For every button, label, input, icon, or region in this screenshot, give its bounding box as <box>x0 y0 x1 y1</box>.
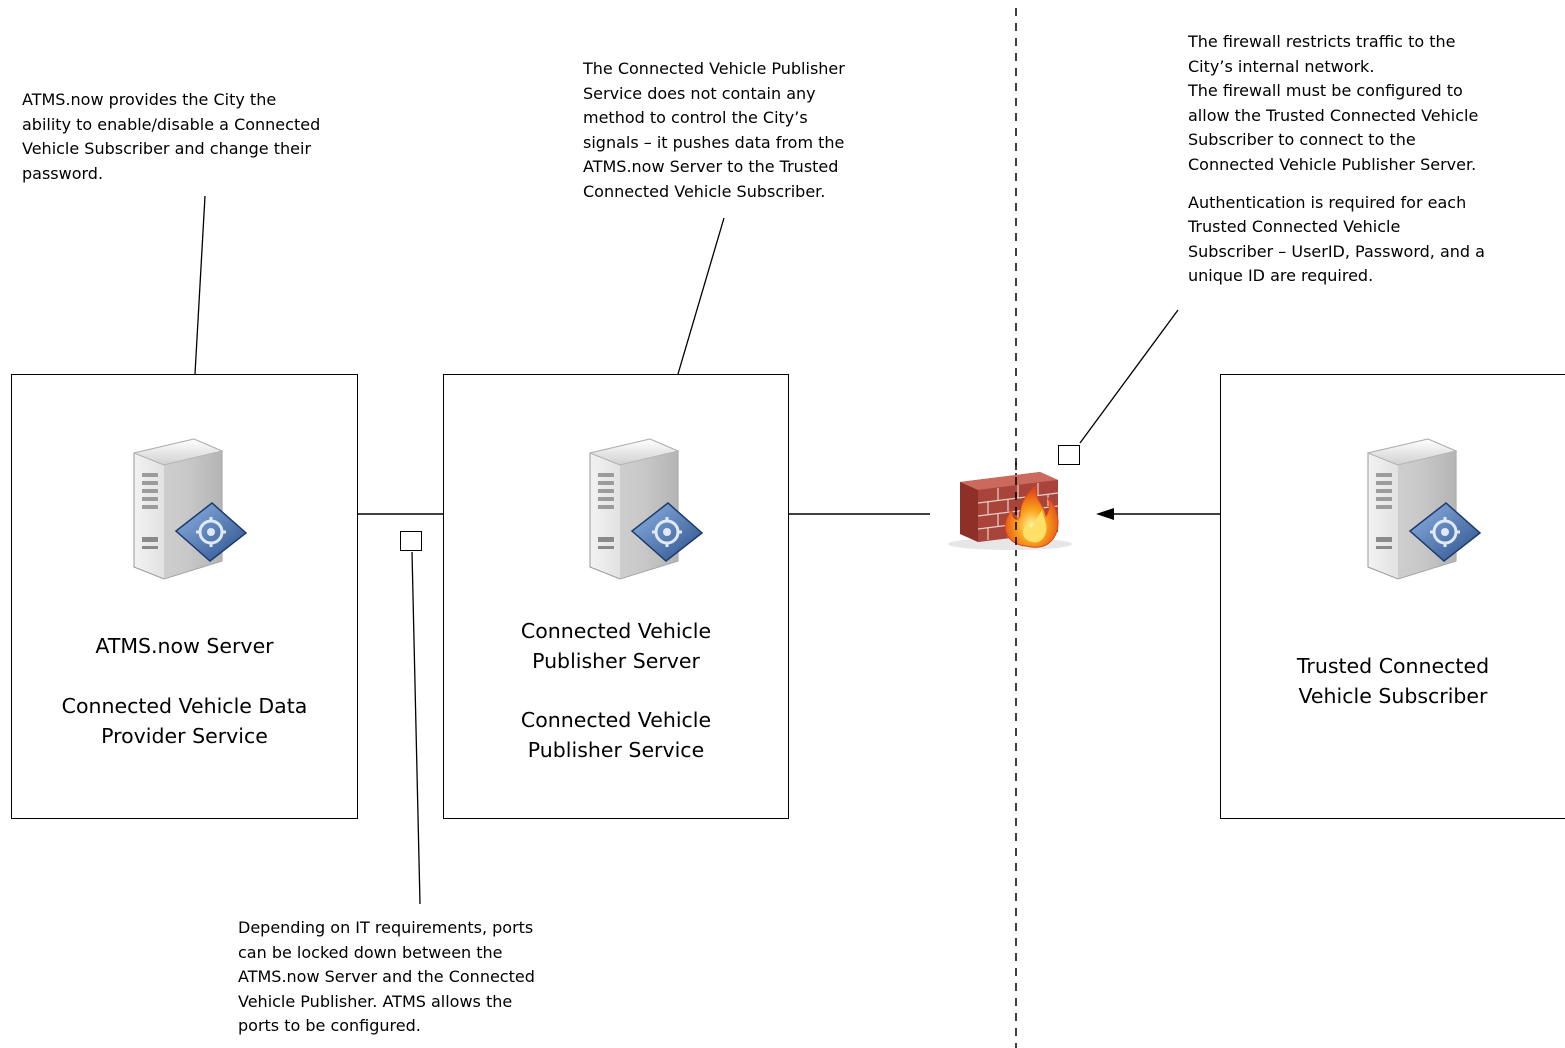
publisher-callout-line <box>677 217 725 375</box>
server-icon <box>560 433 710 583</box>
note-line: The firewall restricts traffic to the <box>1188 32 1456 51</box>
note-line: Vehicle Subscriber and change their <box>22 139 312 159</box>
note-line: method to control the City’s <box>583 108 808 128</box>
note-line: Connected Vehicle Subscriber. <box>583 181 826 201</box>
note-line: Trusted Connected Vehicle <box>1188 217 1401 237</box>
note-line: password. <box>22 163 104 183</box>
publisher-server-box: Connected Vehicle Publisher Server Conne… <box>443 374 789 819</box>
label-line: ATMS.now Server <box>95 634 274 658</box>
ports-callout-line <box>411 551 421 905</box>
note-line: Depending on IT requirements, ports <box>238 918 534 937</box>
server-icon <box>1338 433 1488 583</box>
publisher-server-label: Connected Vehicle Publisher Server <box>444 616 788 676</box>
note-line: allow the Trusted Connected Vehicle <box>1188 105 1479 125</box>
note-line: Subscriber – UserID, Password, and a <box>1188 241 1485 261</box>
note-line: ATMS.now Server and the Connected <box>238 967 535 987</box>
publisher-service-label: Connected Vehicle Publisher Service <box>444 705 788 765</box>
note-line: can be locked down between the <box>238 942 503 962</box>
note-line: ports to be configured. <box>238 1016 421 1036</box>
ports-note: Depending on IT requirements, ports can … <box>238 916 535 1039</box>
label-line: Publisher Server <box>532 649 700 673</box>
note-line: Service does not contain any <box>583 83 816 103</box>
firewall-note: The firewall restricts traffic to the Ci… <box>1188 30 1485 289</box>
arrowhead-firewall <box>1096 508 1114 520</box>
subscriber-box: Trusted Connected Vehicle Subscriber <box>1220 374 1565 819</box>
firewall-note-paragraph-1: The firewall restricts traffic to the Ci… <box>1188 30 1485 178</box>
subscriber-label: Trusted Connected Vehicle Subscriber <box>1221 651 1565 711</box>
label-line: Connected Vehicle <box>520 708 712 732</box>
note-line: Connected Vehicle Publisher Server. <box>1188 154 1477 174</box>
note-line: Vehicle Publisher. ATMS allows the <box>238 991 513 1011</box>
label-line: Provider Service <box>101 724 268 748</box>
label-line: Vehicle Subscriber <box>1298 684 1488 708</box>
atms-note: ATMS.now provides the City the ability t… <box>22 88 320 186</box>
firewall-callout-anchor <box>1058 445 1080 465</box>
note-line: City’s internal network. <box>1188 56 1375 76</box>
label-line: Connected Vehicle <box>520 619 712 643</box>
note-line: The Connected Vehicle Publisher <box>583 59 845 78</box>
label-line: Connected Vehicle Data <box>61 694 308 718</box>
label-line: Publisher Service <box>527 738 705 762</box>
publisher-note: The Connected Vehicle Publisher Service … <box>583 57 845 205</box>
note-line: signals – it pushes data from the <box>583 132 845 152</box>
atms-server-box: ATMS.now Server Connected Vehicle Data P… <box>11 374 358 819</box>
note-line: ability to enable/disable a Connected <box>22 114 321 134</box>
atms-server-label: ATMS.now Server <box>12 631 357 661</box>
note-line: Authentication is required for each <box>1188 192 1467 212</box>
firewall-icon <box>940 462 1080 552</box>
server-icon <box>104 433 254 583</box>
note-line: unique ID are required. <box>1188 266 1374 286</box>
note-line: Subscriber to connect to the <box>1188 130 1416 150</box>
firewall-note-paragraph-2: Authentication is required for each Trus… <box>1188 191 1485 289</box>
note-line: The firewall must be configured to <box>1188 81 1463 101</box>
note-line: ATMS.now provides the City the <box>22 90 277 109</box>
ports-callout-anchor <box>400 531 422 551</box>
atms-service-label: Connected Vehicle Data Provider Service <box>12 691 357 751</box>
firewall-callout-line <box>1079 309 1179 444</box>
note-line: ATMS.now Server to the Trusted <box>583 157 839 177</box>
atms-callout-line <box>194 195 206 375</box>
label-line: Trusted Connected <box>1296 654 1490 678</box>
